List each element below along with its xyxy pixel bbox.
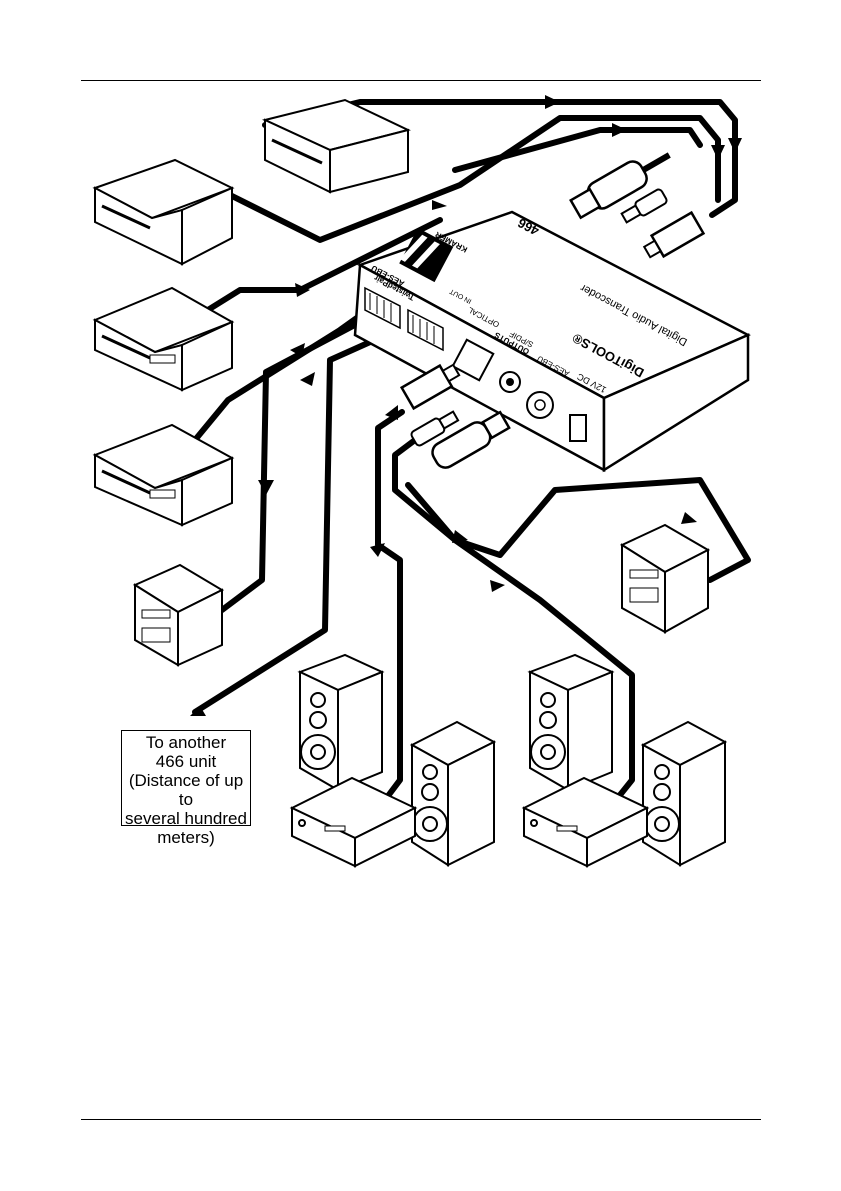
amplifier-left [292, 778, 415, 866]
optical-connector-top [641, 213, 703, 263]
speaker-right-b [643, 722, 725, 865]
bnc-port-center [535, 400, 545, 410]
remote-unit-callout: To another 466 unit (Distance of up to s… [121, 730, 251, 826]
source-deck-3 [95, 425, 232, 525]
callout-line-5: meters) [122, 828, 250, 847]
sub-unit-left [135, 565, 222, 665]
amplifier-right [524, 778, 647, 866]
speaker-right-a [530, 655, 612, 790]
rca-port-center [506, 378, 514, 386]
speaker-left-b [412, 722, 494, 865]
cable-sub-left [222, 318, 368, 610]
source-deck-2 [95, 288, 232, 390]
source-deck-1 [95, 160, 232, 264]
power-jack [570, 415, 586, 441]
bnc-connector-top [569, 143, 677, 221]
source-deck-top [265, 100, 408, 192]
callout-line-2: 466 unit [122, 752, 250, 771]
callout-line-3: (Distance of up to [122, 771, 250, 809]
callout-line-1: To another [122, 733, 250, 752]
callout-line-4: several hundred [122, 809, 250, 828]
sub-unit-right [622, 525, 708, 632]
speaker-left-a [300, 655, 382, 790]
